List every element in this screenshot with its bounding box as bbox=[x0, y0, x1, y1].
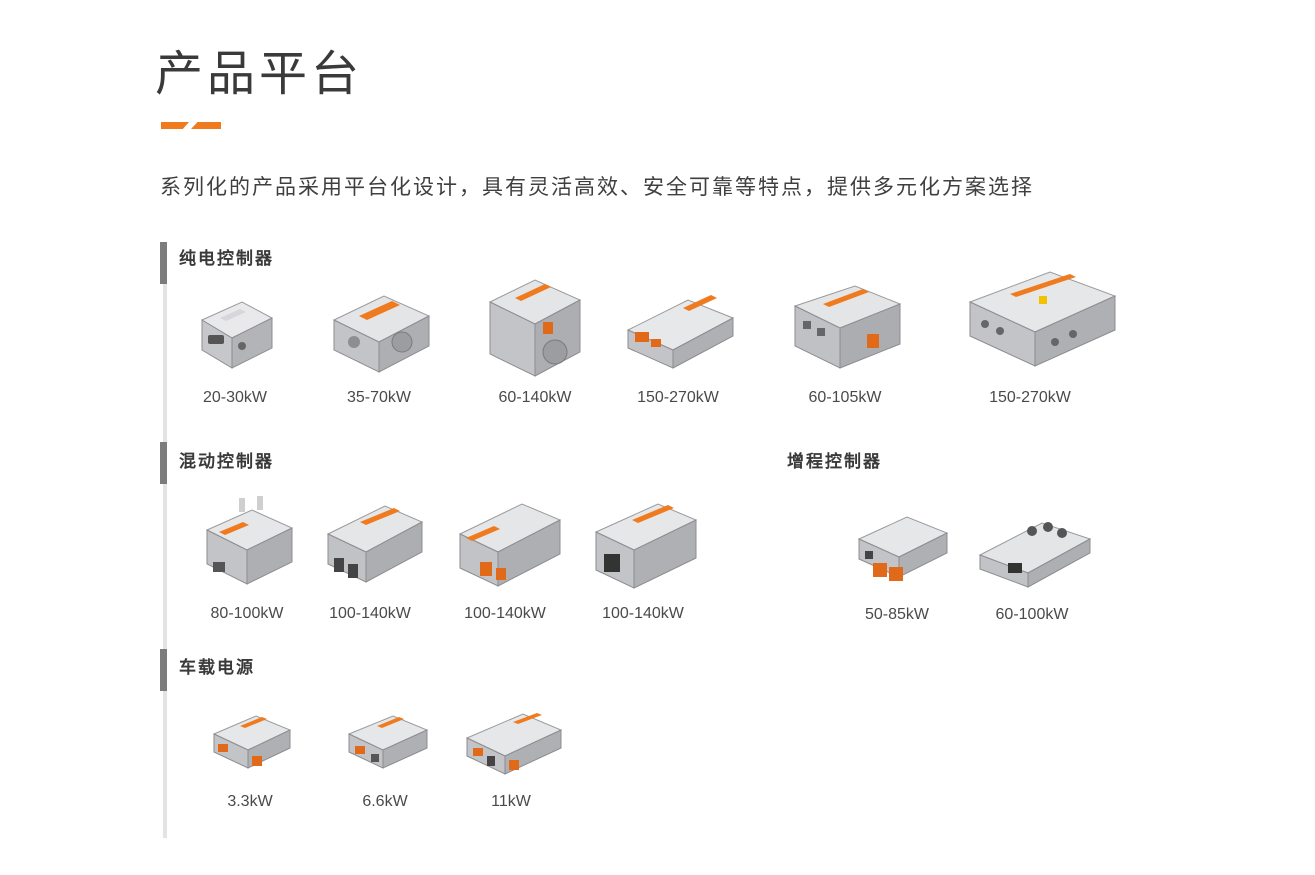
product-power-label: 150-270kW bbox=[989, 389, 1071, 406]
controller-unit-icon bbox=[458, 503, 562, 587]
section-marker-hybrid bbox=[160, 442, 167, 484]
product-card[interactable]: 35-70kW bbox=[304, 280, 454, 408]
product-power-label: 60-140kW bbox=[498, 389, 572, 406]
product-power-label: 60-100kW bbox=[995, 606, 1069, 623]
controller-unit-icon bbox=[594, 503, 698, 589]
section-marker-onboard-power bbox=[160, 649, 167, 691]
product-power-label: 6.6kW bbox=[362, 793, 408, 810]
product-card[interactable]: 60-105kW bbox=[770, 276, 920, 408]
controller-unit-icon bbox=[626, 295, 735, 369]
controller-unit-icon bbox=[968, 271, 1117, 367]
product-power-label: 20-30kW bbox=[202, 389, 268, 406]
product-power-label: 50-85kW bbox=[864, 606, 930, 623]
product-card[interactable]: 150-270kW bbox=[955, 262, 1117, 408]
title-accent-bar bbox=[161, 122, 221, 129]
product-power-label: 60-105kW bbox=[808, 389, 882, 406]
product-card[interactable]: 20-30kW bbox=[160, 280, 310, 408]
product-card[interactable]: 100-140kW bbox=[430, 492, 580, 624]
controller-unit-icon bbox=[205, 496, 294, 585]
page-title: 产品平台 bbox=[155, 46, 364, 102]
controller-unit-icon bbox=[857, 516, 949, 581]
controller-unit-icon bbox=[978, 522, 1092, 588]
page-subtitle: 系列化的产品采用平台化设计，具有灵活高效、安全可靠等特点，提供多元化方案选择 bbox=[160, 175, 1034, 199]
product-card[interactable]: 60-140kW bbox=[460, 272, 610, 408]
controller-unit-icon bbox=[488, 279, 582, 377]
product-power-label: 150-270kW bbox=[637, 389, 719, 406]
charger-unit-icon bbox=[465, 713, 563, 775]
section-title-range-extender: 增程控制器 bbox=[787, 452, 882, 472]
accent-stripe-right bbox=[191, 122, 221, 129]
product-power-label: 100-140kW bbox=[602, 605, 684, 622]
product-card[interactable]: 6.6kW bbox=[310, 704, 460, 812]
product-power-label: 3.3kW bbox=[227, 793, 273, 810]
product-power-label: 80-100kW bbox=[210, 605, 284, 622]
controller-unit-icon bbox=[332, 295, 431, 373]
product-card[interactable]: 50-85kW bbox=[822, 505, 972, 625]
controller-unit-icon bbox=[200, 301, 274, 369]
section-title-hybrid: 混动控制器 bbox=[179, 452, 274, 472]
product-power-label: 35-70kW bbox=[346, 389, 412, 406]
product-power-label: 100-140kW bbox=[329, 605, 411, 622]
product-card[interactable]: 3.3kW bbox=[175, 704, 325, 812]
charger-unit-icon bbox=[347, 715, 429, 769]
section-title-pure-electric: 纯电控制器 bbox=[179, 249, 274, 269]
section-title-onboard-power: 车载电源 bbox=[179, 658, 255, 678]
product-power-label: 100-140kW bbox=[464, 605, 546, 622]
section-marker-pure-electric bbox=[160, 242, 167, 284]
product-card[interactable]: 60-100kW bbox=[957, 505, 1107, 625]
product-card[interactable]: 80-100kW bbox=[172, 492, 322, 624]
product-power-label: 11kW bbox=[491, 793, 531, 810]
product-card[interactable]: 100-140kW bbox=[295, 492, 445, 624]
product-card[interactable]: 100-140kW bbox=[568, 492, 718, 624]
controller-unit-icon bbox=[793, 285, 902, 369]
accent-stripe-left bbox=[161, 122, 189, 129]
controller-unit-icon bbox=[326, 505, 424, 583]
product-card[interactable]: 11kW bbox=[436, 704, 586, 812]
charger-unit-icon bbox=[212, 715, 292, 769]
product-card[interactable]: 150-270kW bbox=[603, 280, 753, 408]
section-timeline bbox=[163, 243, 167, 838]
